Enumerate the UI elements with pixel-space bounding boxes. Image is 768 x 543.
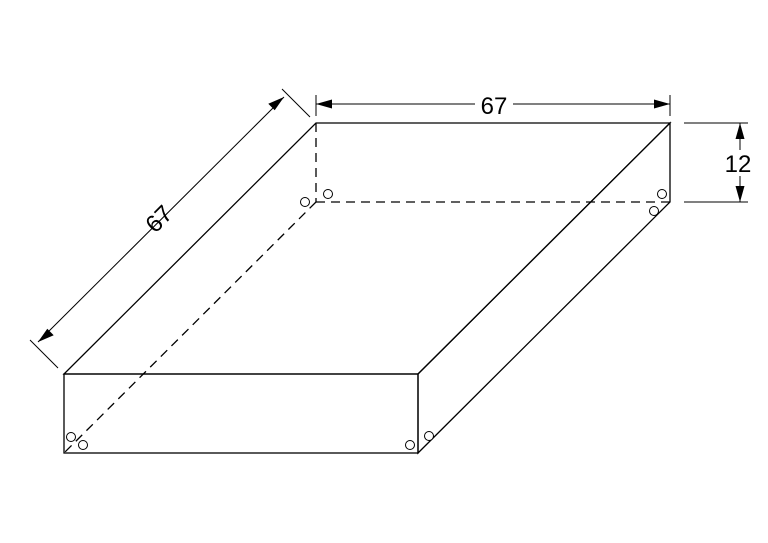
hole-back-right-2 xyxy=(649,206,659,216)
height-label-gap xyxy=(722,150,758,176)
height-label: 12 xyxy=(725,151,752,178)
hole-front-left-2 xyxy=(78,440,88,450)
height-arrow-bottom xyxy=(735,186,745,202)
depth-extension-line-back xyxy=(281,88,311,118)
hole-back-left-2 xyxy=(323,189,333,199)
hole-front-right xyxy=(405,440,415,450)
hidden-edges xyxy=(63,123,670,454)
hole-front-left-1 xyxy=(66,432,76,442)
hole-back-left-1 xyxy=(300,197,310,207)
width-arrow-right xyxy=(654,99,670,109)
depth-dimension: 67 xyxy=(29,88,311,369)
depth-extension-line-front xyxy=(29,339,59,369)
depth-arrow-top xyxy=(268,97,284,111)
height-dimension: 12 xyxy=(684,122,758,203)
height-arrow-top xyxy=(735,123,745,139)
visible-edges xyxy=(62,121,672,455)
width-label: 67 xyxy=(481,93,508,120)
hole-back-right-1 xyxy=(657,189,667,199)
width-label-gap xyxy=(475,92,513,114)
hidden-left-bottom-edge xyxy=(63,201,317,454)
mounting-holes xyxy=(66,189,667,450)
hole-right-front xyxy=(424,431,434,441)
width-arrow-left xyxy=(316,99,332,109)
depth-label: 67 xyxy=(140,200,178,238)
top-face-outline xyxy=(62,122,672,375)
width-dimension: 67 xyxy=(315,92,671,120)
front-face xyxy=(63,373,419,454)
depth-arrow-bottom xyxy=(38,328,54,342)
right-side-face xyxy=(417,121,671,455)
depth-dimension-line xyxy=(37,96,285,343)
